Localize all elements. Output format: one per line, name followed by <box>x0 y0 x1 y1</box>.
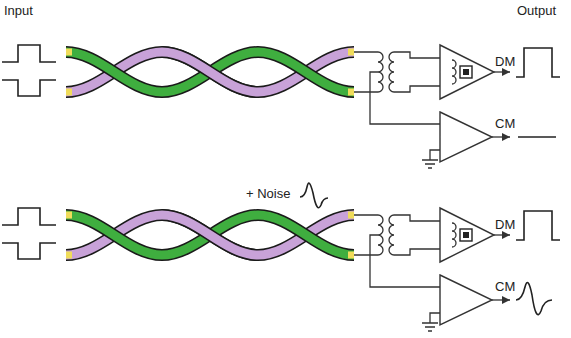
upper-cable <box>2 45 560 168</box>
lower-cable <box>2 208 560 331</box>
heading-label: Output <box>517 3 556 18</box>
signal-name: DM <box>495 217 515 232</box>
signal-name: CM <box>495 279 515 294</box>
heading-label: Input <box>4 3 33 18</box>
noise-label: + Noise <box>246 186 290 201</box>
signal-name: DM <box>495 54 515 69</box>
noise-wave <box>300 183 328 208</box>
signal-name: CM <box>495 116 515 131</box>
noise-output <box>516 283 552 315</box>
flat-output <box>518 136 556 138</box>
